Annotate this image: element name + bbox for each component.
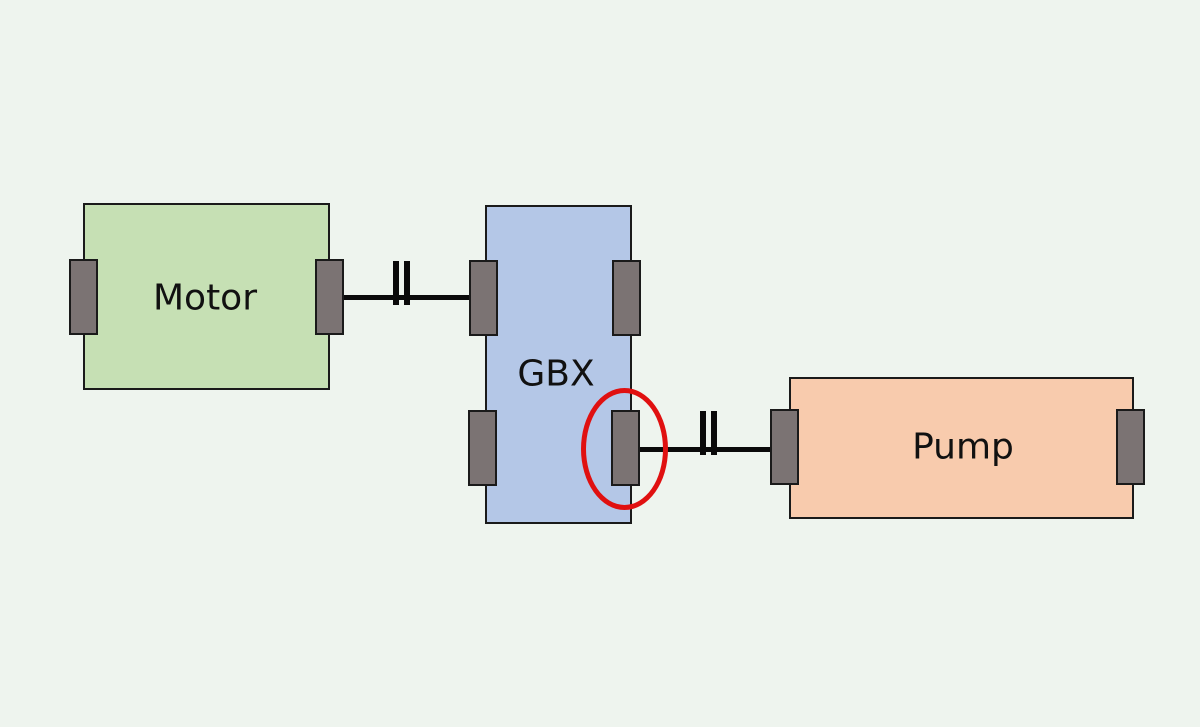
motor-box [83,203,330,390]
pump-rear-bearing [1116,409,1145,485]
gbx-input-bearing [469,260,498,336]
highlight-ellipse [581,388,668,510]
coupling-gbx-pump-a [700,411,706,455]
pump-label: Pump [912,426,1014,468]
gbx-upper-right-bearing [612,260,641,336]
coupling-motor-gbx-b [404,261,410,305]
pump-box [789,377,1134,519]
coupling-motor-gbx-a [393,261,399,305]
gbx-lower-left-bearing [468,410,497,486]
motor-front-bearing [315,259,344,335]
motor-label: Motor [152,277,258,319]
pump-input-bearing [770,409,799,485]
shaft-gbx-pump [640,447,772,452]
coupling-gbx-pump-b [711,411,717,455]
gbx-label: GBX [517,353,595,395]
motor-rear-bearing [69,259,98,335]
